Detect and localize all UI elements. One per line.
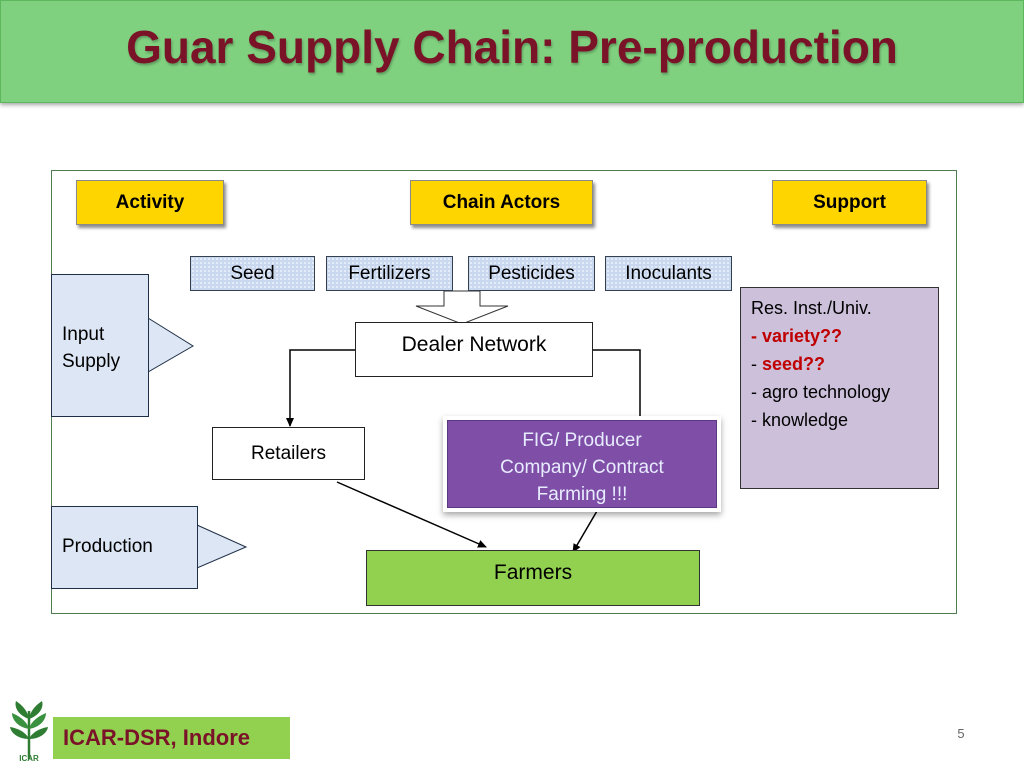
slide-title: Guar Supply Chain: Pre-production <box>126 21 898 73</box>
input-fertilizers: Fertilizers <box>326 256 453 291</box>
fig-line3: Farming !!! <box>536 484 628 505</box>
logo-caption: ICAR <box>19 754 39 763</box>
retailers-label: Retailers <box>251 442 326 464</box>
support-line4: - agro technology <box>751 382 891 402</box>
fig-producer-box: FIG/ Producer Company/ Contract Farming … <box>447 420 717 508</box>
support-line3: - seed?? <box>751 350 928 378</box>
header-chain-actors: Chain Actors <box>410 180 593 225</box>
input-pesticides: Pesticides <box>468 256 595 291</box>
support-line3-text: seed?? <box>762 354 826 374</box>
production-label: Production <box>62 536 153 557</box>
dealer-to-retailers-arrow <box>286 349 356 427</box>
fig-to-farmers-arrow <box>572 510 598 553</box>
icar-logo-icon <box>10 701 48 759</box>
dealer-network-box: Dealer Network <box>355 322 593 377</box>
title-bar <box>0 0 1024 103</box>
dealer-to-fig-arrow <box>592 349 644 429</box>
footer-org-label: ICAR-DSR, Indore <box>53 717 290 759</box>
support-box: Res. Inst./Univ. - variety?? - seed?? - … <box>740 287 939 489</box>
support-line1: Res. Inst./Univ. <box>751 298 872 318</box>
farmers-label: Farmers <box>493 561 573 584</box>
input-supply-line2: Supply <box>62 351 121 372</box>
fig-line2: Company/ Contract <box>500 457 664 478</box>
dealer-network-label: Dealer Network <box>401 333 547 356</box>
input-supply-chevron <box>147 317 194 373</box>
production-chevron <box>196 524 248 569</box>
inputs-to-dealer-arrow <box>415 290 509 325</box>
support-line5: - knowledge <box>751 410 849 430</box>
header-activity: Activity <box>76 180 224 225</box>
retailers-box: Retailers <box>212 427 365 480</box>
input-inoculants: Inoculants <box>605 256 732 291</box>
activity-input-supply: Input Supply <box>51 274 149 417</box>
farmers-box: Farmers <box>366 550 700 606</box>
input-seed: Seed <box>190 256 315 291</box>
activity-production: Production <box>51 506 198 589</box>
support-line3-prefix: - <box>751 354 762 374</box>
input-supply-line1: Input <box>62 324 105 345</box>
page-number: 5 <box>957 726 965 741</box>
support-line2: - variety?? <box>751 326 843 346</box>
retailers-to-farmers-arrow <box>336 481 487 548</box>
header-support: Support <box>772 180 927 225</box>
fig-line1: FIG/ Producer <box>522 430 642 451</box>
